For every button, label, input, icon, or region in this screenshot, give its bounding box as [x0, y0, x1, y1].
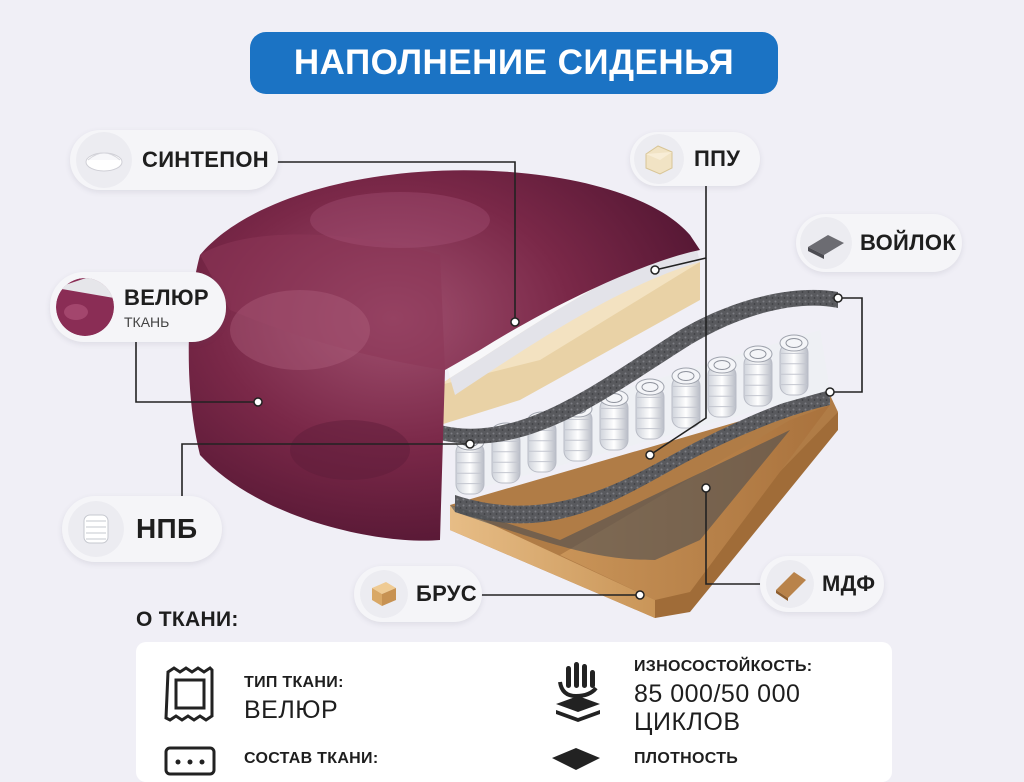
label-voilok: ВОЙЛОК: [796, 214, 962, 272]
foam-block-icon: [634, 134, 684, 184]
label-velur-text: ВЕЛЮР: [124, 284, 209, 310]
label-npb-text: НПБ: [136, 513, 198, 544]
felt-pad-icon: [800, 217, 852, 269]
spring-top: [635, 378, 665, 396]
spring-top-inner: [749, 349, 767, 359]
fabric-composition-key: СОСТАВ ТКАНИ:: [244, 750, 379, 767]
spring-top: [779, 334, 809, 352]
label-brus: БРУС: [354, 566, 482, 622]
sintepon-roll-icon: [76, 132, 132, 188]
mdf-board-icon: [766, 560, 814, 608]
wear-resistance-value-2: ЦИКЛОВ: [634, 708, 741, 736]
wear-resistance-value-1: 85 000/50 000: [634, 680, 801, 708]
fabric-info-card: ТИП ТКАНИ: ВЕЛЮР СОСТАВ ТКАНИ: ИЗНОСОСТО…: [136, 642, 892, 782]
fabric-type-key: ТИП ТКАНИ:: [244, 674, 344, 691]
label-mdf-text: МДФ: [822, 571, 876, 596]
spring-block-icon: [68, 501, 124, 557]
lower-felt-layer: [450, 390, 830, 560]
label-ppu: ППУ: [630, 132, 760, 186]
leader-dots: [253, 265, 843, 600]
leader-lines: [135, 161, 863, 596]
spring-top: [707, 356, 737, 374]
density-key: ПЛОТНОСТЬ: [634, 750, 739, 767]
composition-icon: [164, 746, 216, 776]
page-title: НАПОЛНЕНИЕ СИДЕНЬЯ: [250, 32, 778, 94]
spring-top-inner: [677, 371, 695, 381]
label-ppu-text: ППУ: [694, 146, 741, 171]
label-brus-text: БРУС: [416, 581, 477, 606]
spring-top-inner: [641, 382, 659, 392]
wear-resistance-key: ИЗНОСОСТОЙКОСТЬ:: [634, 658, 813, 675]
label-velur: ВЕЛЮР ТКАНЬ: [50, 272, 226, 342]
label-sintepon-text: СИНТЕПОН: [142, 147, 269, 172]
label-sintepon: СИНТЕПОН: [70, 130, 278, 190]
wood-bar-icon: [360, 570, 408, 618]
label-mdf: МДФ: [760, 556, 884, 612]
fabric-type-value: ВЕЛЮР: [244, 696, 339, 724]
spring-top: [743, 345, 773, 363]
label-velur-sub: ТКАНЬ: [124, 313, 170, 330]
label-npb: НПБ: [62, 496, 222, 562]
fabric-section-heading: О ТКАНИ:: [136, 608, 239, 631]
spring-top-inner: [713, 360, 731, 370]
spring-top-inner: [785, 338, 803, 348]
density-icon: [552, 748, 600, 770]
spring-top: [671, 367, 701, 385]
fabric-frame-icon: [164, 666, 214, 722]
upper-felt-layer: [440, 289, 838, 444]
velour-swatch-icon: [56, 278, 114, 336]
wear-resistance-icon: [556, 662, 600, 722]
label-voilok-text: ВОЙЛОК: [860, 230, 957, 255]
velour-cushion: [188, 170, 700, 541]
